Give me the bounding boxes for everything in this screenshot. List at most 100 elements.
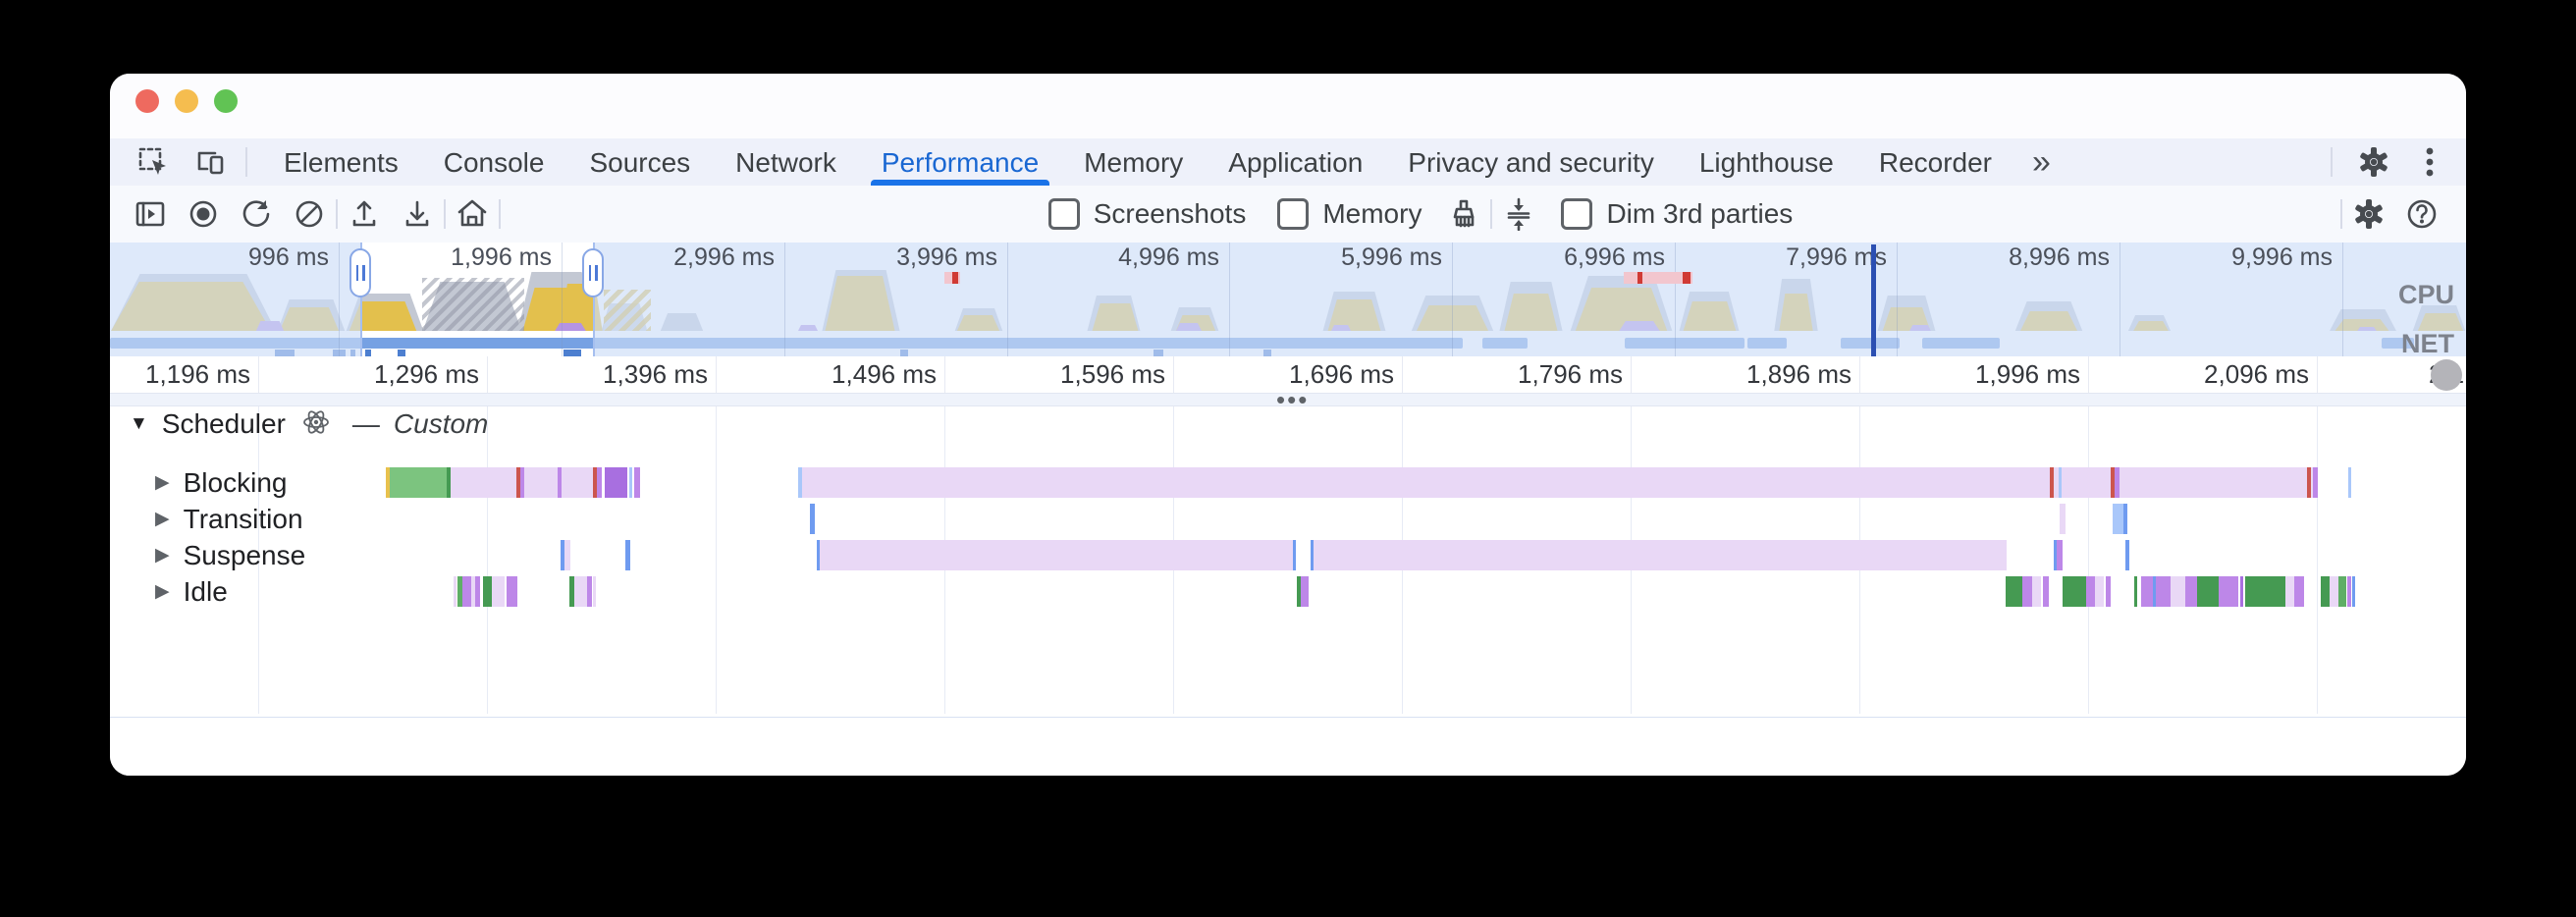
upload-profile-icon[interactable] bbox=[338, 191, 391, 237]
screenshots-checkbox[interactable]: Screenshots bbox=[1047, 198, 1246, 230]
tab-lighthouse[interactable]: Lighthouse bbox=[1698, 146, 1834, 178]
device-toolbar-icon[interactable] bbox=[188, 139, 232, 185]
flame-bar[interactable] bbox=[507, 576, 517, 607]
flame-bar[interactable] bbox=[2106, 576, 2111, 607]
flame-bar[interactable] bbox=[629, 467, 632, 498]
reload-record-icon[interactable] bbox=[230, 191, 283, 237]
tab-application[interactable]: Application bbox=[1228, 146, 1364, 178]
flame-bar[interactable] bbox=[2054, 467, 2059, 498]
flame-bar[interactable] bbox=[597, 467, 602, 498]
track-row-idle[interactable]: ▶ Idle bbox=[155, 576, 228, 607]
flame-bar[interactable] bbox=[2141, 576, 2153, 607]
playhead-line[interactable] bbox=[1871, 244, 1876, 356]
flame-bar[interactable] bbox=[2240, 576, 2243, 607]
track-row-transition[interactable]: ▶ Transition bbox=[155, 504, 303, 534]
flame-chart-tracks[interactable]: ▼ Scheduler — Custom ▶ bbox=[110, 406, 2466, 718]
flame-bar[interactable] bbox=[457, 576, 462, 607]
flame-bar[interactable] bbox=[492, 576, 505, 607]
flame-bar[interactable] bbox=[2338, 576, 2346, 607]
flame-bar[interactable] bbox=[2043, 576, 2049, 607]
flame-bar[interactable] bbox=[2294, 576, 2304, 607]
close-window-button[interactable] bbox=[135, 89, 159, 113]
flame-bar[interactable] bbox=[386, 467, 390, 498]
flame-bar[interactable] bbox=[564, 540, 570, 570]
flame-bar[interactable] bbox=[2095, 576, 2104, 607]
flame-bar[interactable] bbox=[2060, 504, 2066, 534]
zoom-window-button[interactable] bbox=[214, 89, 238, 113]
flame-bar[interactable] bbox=[593, 467, 597, 498]
clear-icon[interactable] bbox=[283, 191, 336, 237]
flame-bar[interactable] bbox=[1314, 540, 2007, 570]
flame-bar[interactable] bbox=[1293, 540, 1296, 570]
flame-bar[interactable] bbox=[2006, 576, 2022, 607]
flame-bar[interactable] bbox=[2285, 576, 2294, 607]
record-icon[interactable] bbox=[177, 191, 230, 237]
flame-bar[interactable] bbox=[820, 540, 1293, 570]
flame-bar[interactable] bbox=[524, 467, 558, 498]
flame-bar[interactable] bbox=[451, 467, 516, 498]
flame-bar[interactable] bbox=[2125, 540, 2129, 570]
track-group-scheduler[interactable]: ▼ Scheduler — Custom bbox=[130, 408, 488, 439]
flame-bar[interactable] bbox=[2059, 467, 2062, 498]
flame-bar[interactable] bbox=[2120, 467, 2307, 498]
tab-recorder[interactable]: Recorder bbox=[1878, 146, 1993, 178]
suspense-expander-icon[interactable]: ▶ bbox=[155, 545, 170, 566]
flame-bar[interactable] bbox=[593, 576, 596, 607]
flame-bar[interactable] bbox=[2313, 467, 2318, 498]
memory-checkbox[interactable]: Memory bbox=[1277, 198, 1422, 230]
idle-expander-icon[interactable]: ▶ bbox=[155, 581, 170, 602]
flame-bar[interactable] bbox=[447, 467, 451, 498]
compress-icon[interactable] bbox=[1492, 191, 1545, 237]
flame-bar[interactable] bbox=[2153, 576, 2156, 607]
flame-bar[interactable] bbox=[569, 576, 574, 607]
flame-bar[interactable] bbox=[2050, 467, 2054, 498]
flame-bar[interactable] bbox=[2054, 540, 2057, 570]
flame-bar[interactable] bbox=[483, 576, 492, 607]
flame-bar[interactable] bbox=[390, 467, 447, 498]
flame-bar[interactable] bbox=[454, 576, 456, 607]
flame-bar[interactable] bbox=[561, 540, 564, 570]
tab-performance[interactable]: Performance bbox=[859, 139, 1061, 186]
flame-bar[interactable] bbox=[2219, 576, 2238, 607]
inspect-icon[interactable] bbox=[132, 139, 175, 185]
flame-bar[interactable] bbox=[625, 540, 630, 570]
tab-network[interactable]: Network bbox=[735, 146, 836, 178]
flame-bar[interactable] bbox=[558, 467, 562, 498]
settings-gear-icon[interactable] bbox=[2352, 139, 2395, 185]
flame-bar[interactable] bbox=[1311, 540, 1314, 570]
flame-bar[interactable] bbox=[562, 467, 593, 498]
flame-bar[interactable] bbox=[605, 467, 627, 498]
live-metrics-icon[interactable] bbox=[446, 191, 499, 237]
flame-bar[interactable] bbox=[798, 467, 802, 498]
flame-bar[interactable] bbox=[471, 576, 475, 607]
flame-bar[interactable] bbox=[516, 467, 520, 498]
flame-bar[interactable] bbox=[2185, 576, 2197, 607]
toggle-sidebar-icon[interactable] bbox=[124, 191, 177, 237]
flame-bar[interactable] bbox=[2032, 576, 2041, 607]
flame-bar[interactable] bbox=[2311, 467, 2313, 498]
flame-bar[interactable] bbox=[2134, 576, 2137, 607]
panel-splitter[interactable]: ••• bbox=[110, 385, 2466, 414]
flame-bar[interactable] bbox=[1297, 576, 1301, 607]
tab-privacy-and-security[interactable]: Privacy and security bbox=[1408, 146, 1654, 178]
selection-right-handle[interactable] bbox=[582, 248, 604, 297]
horizontal-scrollbar-thumb[interactable] bbox=[2431, 359, 2462, 391]
flame-bar[interactable] bbox=[2245, 576, 2285, 607]
more-menu-icon[interactable] bbox=[2415, 139, 2444, 185]
tab-memory[interactable]: Memory bbox=[1084, 146, 1184, 178]
flame-bar[interactable] bbox=[2022, 576, 2032, 607]
collect-garbage-icon[interactable] bbox=[1437, 191, 1490, 237]
flame-bar[interactable] bbox=[587, 576, 592, 607]
flame-bar[interactable] bbox=[817, 540, 820, 570]
flame-bar[interactable] bbox=[802, 467, 2050, 498]
flame-bar[interactable] bbox=[2321, 576, 2330, 607]
transition-expander-icon[interactable]: ▶ bbox=[155, 509, 170, 529]
blocking-expander-icon[interactable]: ▶ bbox=[155, 472, 170, 493]
flame-bar[interactable] bbox=[2352, 576, 2355, 607]
flame-bar[interactable] bbox=[2063, 576, 2086, 607]
flame-bar[interactable] bbox=[2057, 540, 2063, 570]
dim-3rd-parties-checkbox-box[interactable] bbox=[1561, 198, 1593, 230]
flame-bar[interactable] bbox=[2307, 467, 2311, 498]
track-row-suspense[interactable]: ▶ Suspense bbox=[155, 540, 305, 570]
